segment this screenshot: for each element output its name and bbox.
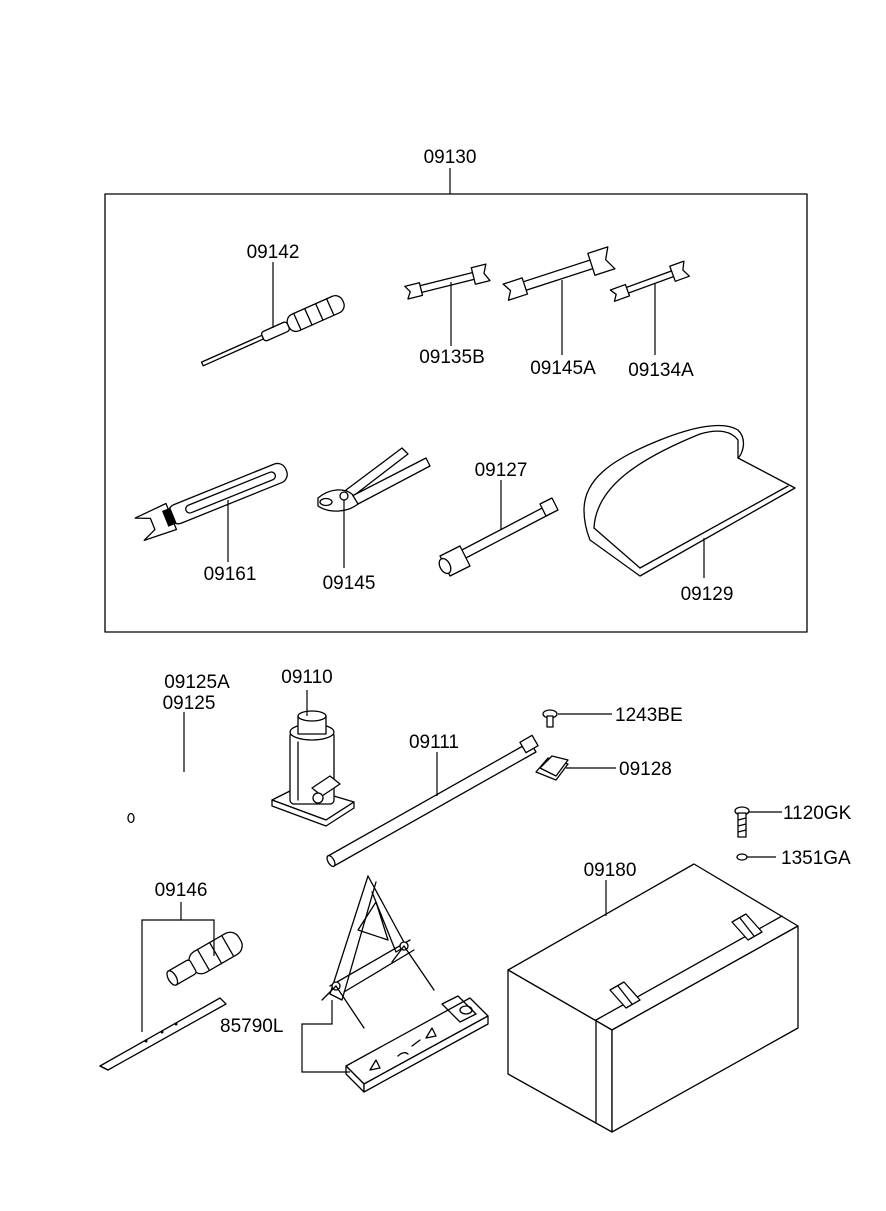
bolt-1120gk-part: 1120GK	[734, 803, 852, 838]
tool-kit-frame	[104, 193, 808, 633]
pliers-label[interactable]: 09145	[323, 573, 376, 594]
bolt-1120gk-label[interactable]: 1120GK	[783, 803, 852, 824]
screw-1243be-label[interactable]: 1243BE	[615, 705, 683, 726]
tool-kit-group: 09130	[104, 147, 808, 633]
jack-handle-part: 09111	[326, 732, 539, 868]
screwdriver-label[interactable]: 09142	[247, 242, 300, 263]
wrench-09135b-part: 09135B	[404, 263, 491, 368]
wheel-wrench-a-label[interactable]: 09125A	[164, 672, 230, 693]
pliers-part: 09145	[317, 447, 431, 594]
jack-label[interactable]: 09110	[281, 667, 332, 688]
adjustable-wrench-label[interactable]: 09161	[204, 564, 257, 585]
jack-part: 09110	[271, 667, 355, 827]
wrench-09145a-label[interactable]: 09145A	[530, 358, 596, 379]
wheel-wrench-part: 09125A 09125	[127, 672, 232, 824]
nut-1351ga-label[interactable]: 1351GA	[781, 848, 851, 869]
wrench-09134a-label[interactable]: 09134A	[628, 360, 694, 381]
socket-bar-part: 09127	[438, 460, 559, 577]
wrench-09135b-label[interactable]: 09135B	[419, 347, 485, 368]
socket-bar-label[interactable]: 09127	[475, 460, 528, 481]
jack-handle-label[interactable]: 09111	[409, 732, 459, 753]
tool-bag-label[interactable]: 09129	[681, 584, 734, 605]
screw-1243be-part: 1243BE	[542, 705, 683, 728]
wrench-09145a-part: 09145A	[502, 246, 616, 379]
tool-box-label[interactable]: 09180	[584, 860, 637, 881]
warning-triangle-label[interactable]: 85790L	[220, 1016, 283, 1037]
warning-triangle-part: 85790L	[220, 875, 489, 1093]
tool-bag-part: 09129	[583, 424, 796, 605]
wrench-09134a-part: 09134A	[609, 260, 694, 381]
wheel-wrench-label[interactable]: 09125	[163, 693, 216, 714]
tool-box-part: 09180	[507, 860, 799, 1133]
clip-part: 09128	[535, 755, 672, 781]
screwdriver-set-part: 09146	[99, 880, 243, 1071]
nut-1351ga-part: 1351GA	[736, 848, 851, 869]
adjustable-wrench-part: 09161	[134, 462, 288, 585]
screwdriver-set-label[interactable]: 09146	[155, 880, 208, 901]
clip-label[interactable]: 09128	[619, 759, 672, 780]
kit-label[interactable]: 09130	[424, 147, 477, 168]
screwdriver-part: 09142	[200, 242, 345, 367]
